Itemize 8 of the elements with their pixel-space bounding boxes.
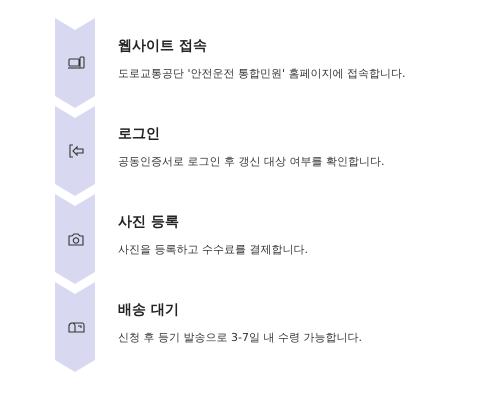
- step-heading: 사진 등록: [118, 213, 179, 231]
- step-description: 사진을 등록하고 수수료를 결제합니다.: [118, 242, 308, 257]
- step-description: 신청 후 등기 발송으로 3-7일 내 수령 가능합니다.: [118, 330, 362, 345]
- step-description: 공동인증서로 로그인 후 갱신 대상 여부를 확인합니다.: [118, 154, 384, 169]
- step-heading: 웹사이트 접속: [118, 37, 207, 55]
- step-description: 도로교통공단 '안전운전 통합민원' 홈페이지에 접속합니다.: [118, 66, 406, 81]
- step-heading: 로그인: [118, 125, 160, 143]
- step-heading: 배송 대기: [118, 301, 179, 319]
